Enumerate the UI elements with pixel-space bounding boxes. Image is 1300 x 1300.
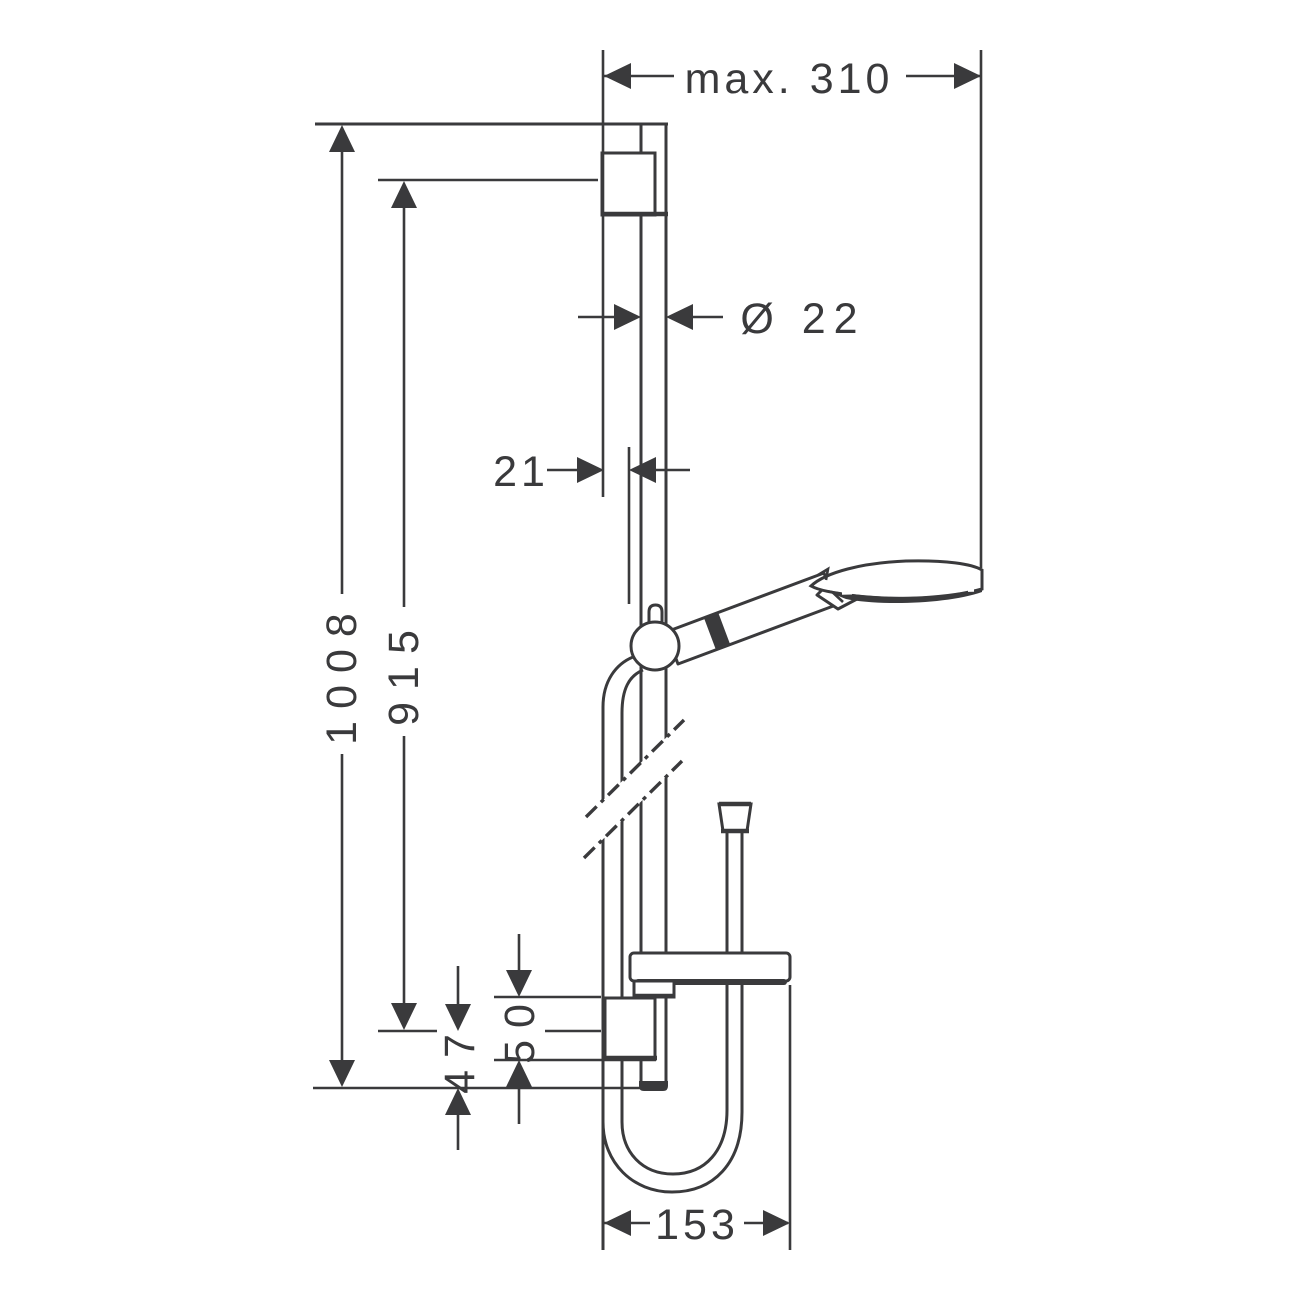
dimension-wall-clearance: 21 [493, 448, 690, 496]
top-wall-bracket [600, 151, 668, 217]
extension-lines [313, 50, 983, 1250]
shower-hose [601, 655, 753, 1250]
head-joint-notch [817, 566, 830, 581]
hand-shower [629, 559, 984, 672]
bottom-bracket-body [603, 996, 657, 1061]
handle-grip-band [704, 612, 730, 650]
dim-label-overall-height: 1008 [318, 601, 366, 745]
hose-u-bend-outer [601, 832, 744, 1194]
dimension-bar-diameter: Ø 22 [578, 295, 865, 343]
arrowhead-up [391, 181, 417, 208]
arrowhead-up [329, 125, 355, 152]
dim-label-bracket-span: 50 [496, 992, 544, 1064]
shower-rail [639, 124, 668, 1091]
soap-dish [628, 951, 792, 999]
dim-label-max-reach: max. 310 [685, 55, 894, 103]
hose-connector-nut [717, 802, 753, 833]
dim-label-bottom-reach: 153 [655, 1201, 739, 1249]
dimension-max-reach: max. 310 [604, 55, 981, 103]
dim-label-bar-height: 915 [380, 618, 428, 726]
dim-label-bar-diameter: Ø 22 [740, 295, 865, 343]
arrowhead-down [329, 1060, 355, 1087]
arrowhead-left [604, 63, 631, 89]
hose-left-outer [601, 655, 634, 1250]
arrowhead-down [391, 1003, 417, 1030]
dimension-overall-height: 1008 [318, 125, 366, 1087]
soap-dish-shelf [628, 951, 792, 983]
bottom-wall-bracket [603, 996, 657, 1061]
arrowhead-up [506, 1060, 532, 1087]
dimension-bottom-reach: 153 [604, 1201, 790, 1249]
arrowhead-right [954, 63, 981, 89]
dim-label-wall-clearance: 21 [493, 448, 549, 496]
arrowhead-left [629, 457, 656, 483]
dimension-bar-height: 915 [380, 181, 428, 1030]
hose-left-inner [620, 668, 644, 1122]
break-marks [582, 718, 686, 860]
arrowhead-right [614, 304, 641, 330]
arrowhead-right [763, 1210, 790, 1236]
arrowhead-left [604, 1210, 631, 1236]
arrowhead-left [666, 304, 693, 330]
slider-knob [629, 620, 681, 672]
arrowhead-right [577, 457, 604, 483]
spray-nozzle-dashes [841, 588, 975, 595]
spray-face [828, 588, 982, 604]
dim-label-lower-offset: 47 [436, 1022, 484, 1094]
break-gap [584, 720, 684, 858]
arrowhead-up [445, 1088, 471, 1115]
arrowhead-down [506, 970, 532, 997]
break-line-lower [582, 759, 684, 860]
top-bracket-body [600, 151, 657, 217]
rail-bottom-cap [639, 1081, 668, 1091]
break-line-upper [584, 718, 686, 819]
arrowhead-down [445, 1004, 471, 1031]
dimension-bracket-span: 50 [496, 934, 544, 1124]
hose-u-bend-inner [620, 833, 729, 1176]
dimension-lower-offset: 47 [436, 966, 484, 1150]
